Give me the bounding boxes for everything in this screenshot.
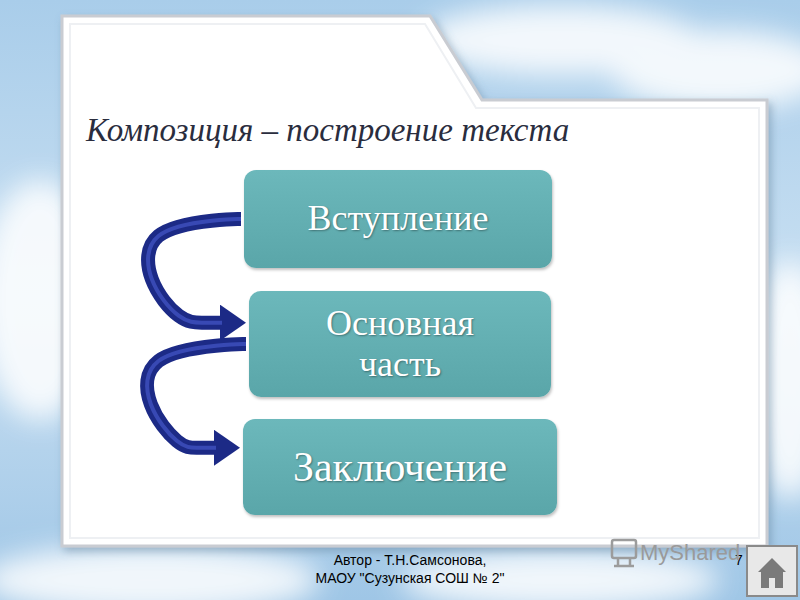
arrow-highlight bbox=[147, 344, 246, 448]
box-text: Заключение bbox=[293, 443, 507, 491]
process-box: Вступление bbox=[244, 170, 552, 268]
process-box: Основная часть bbox=[249, 291, 551, 398]
curved-arrow bbox=[148, 219, 241, 323]
arrow-body bbox=[147, 344, 246, 448]
arrow-body bbox=[148, 219, 241, 323]
author-credit: Автор - Т.Н.Самсонова, МАОУ "Сузунская С… bbox=[312, 552, 508, 587]
box-text: Основная часть bbox=[300, 303, 500, 386]
clouds bbox=[0, 5, 800, 600]
arrow-highlight bbox=[148, 219, 241, 323]
slide-title: Композиция – построение текста bbox=[86, 112, 569, 149]
slide-panel bbox=[62, 16, 767, 546]
curved-arrow bbox=[147, 344, 246, 448]
panel-inner-border bbox=[70, 24, 759, 538]
watermark: MyShared bbox=[640, 539, 760, 567]
box-text: Вступление bbox=[308, 198, 489, 239]
process-box: Заключение bbox=[243, 419, 557, 515]
home-button bbox=[747, 546, 797, 596]
watermark-icon bbox=[612, 540, 636, 566]
